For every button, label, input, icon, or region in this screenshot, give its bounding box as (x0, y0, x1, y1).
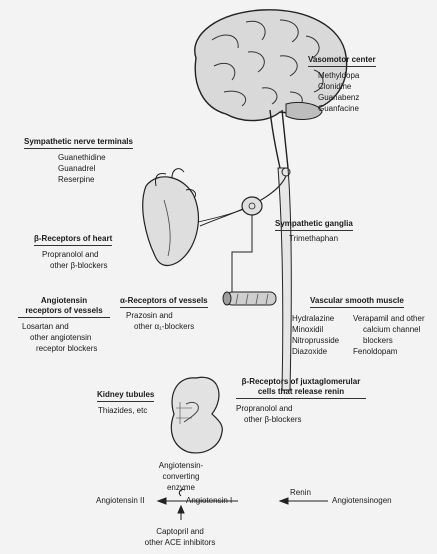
beta-juxtaglomerular-heading-line1: β-Receptors of juxtaglomerular (226, 377, 376, 387)
spinal-cord (278, 168, 291, 390)
angiotensin-ii-label: Angiotensin II (96, 496, 144, 506)
renin-label: Renin (290, 488, 311, 498)
angiotensin-receptor-drug: receptor blockers (36, 344, 97, 354)
sympathetic-ganglion (242, 197, 262, 215)
smooth-muscle-drug: Nitroprusside (292, 336, 339, 346)
kidney-illustration (171, 377, 222, 453)
ace-inhibitor-label: Captopril and (130, 527, 230, 537)
ace-enzyme-label: converting (146, 472, 216, 482)
angiotensin-receptor-drug: Losartan and (22, 322, 69, 332)
smooth-muscle-drug: blockers (363, 336, 393, 346)
juxtaglomerular-drug: Propranolol and (236, 404, 292, 414)
nerve-terminal-drug: Guanadrel (58, 164, 95, 174)
vasomotor-drug: Clonidine (318, 82, 351, 92)
smooth-muscle-drug: Diazoxide (292, 347, 327, 357)
angiotensin-receptors-heading-line2: receptors of vessels (18, 306, 110, 318)
nerve-to-vessel (232, 212, 252, 294)
beta-juxtaglomerular-heading-line2: cells that release renin (236, 387, 366, 399)
angiotensin-receptors-heading-line1: Angiotensin (18, 296, 110, 306)
smooth-muscle-drug: Minoxidil (292, 325, 323, 335)
smooth-muscle-drug: Verapamil and other (353, 314, 425, 324)
alpha-receptors-vessels-heading: α-Receptors of vessels (120, 296, 208, 308)
alpha-vessels-drug: Prazosin and (126, 311, 173, 321)
beta-receptors-heart-heading: β-Receptors of heart (34, 234, 112, 246)
angiotensinogen-label: Angiotensinogen (332, 496, 392, 506)
kidney-tubules-drug: Thiazides, etc (98, 406, 147, 416)
ganglia-drug: Trimethaphan (289, 234, 338, 244)
heart-illustration (143, 169, 199, 266)
nerve-terminal-drug: Guanethidine (58, 153, 106, 163)
ace-inhibitor-label: other ACE inhibitors (130, 538, 230, 548)
smooth-muscle-drug: calcium channel (363, 325, 420, 335)
vascular-smooth-muscle-heading: Vascular smooth muscle (310, 296, 404, 308)
beta-heart-drug: Propranolol and (42, 250, 98, 260)
kidney-tubules-heading: Kidney tubules (97, 390, 154, 402)
angiotensin-receptor-drug: other angiotensin (30, 333, 91, 343)
smooth-muscle-drug: Fenoldopam (353, 347, 397, 357)
blood-vessel (223, 292, 276, 305)
vasomotor-center-heading: Vasomotor center (308, 55, 376, 67)
smooth-muscle-drug: Hydralazine (292, 314, 334, 324)
vasomotor-drug: Guanabenz (318, 93, 359, 103)
ace-enzyme-label: enzyme (146, 483, 216, 493)
vasomotor-drug: Guanfacine (318, 104, 359, 114)
sympathetic-nerve-terminals-heading: Sympathetic nerve terminals (24, 137, 133, 149)
alpha-vessels-drug: other α₁-blockers (134, 322, 194, 332)
ace-enzyme-label: Angiotensin- (146, 461, 216, 471)
sympathetic-ganglia-heading: Sympathetic ganglia (275, 219, 353, 231)
nerve-terminal-drug: Reserpine (58, 175, 94, 185)
angiotensin-i-label: Angiotensin I (186, 496, 232, 506)
juxtaglomerular-drug: other β-blockers (244, 415, 302, 425)
vasomotor-drug: Methyldopa (318, 71, 359, 81)
beta-heart-drug: other β-blockers (50, 261, 108, 271)
